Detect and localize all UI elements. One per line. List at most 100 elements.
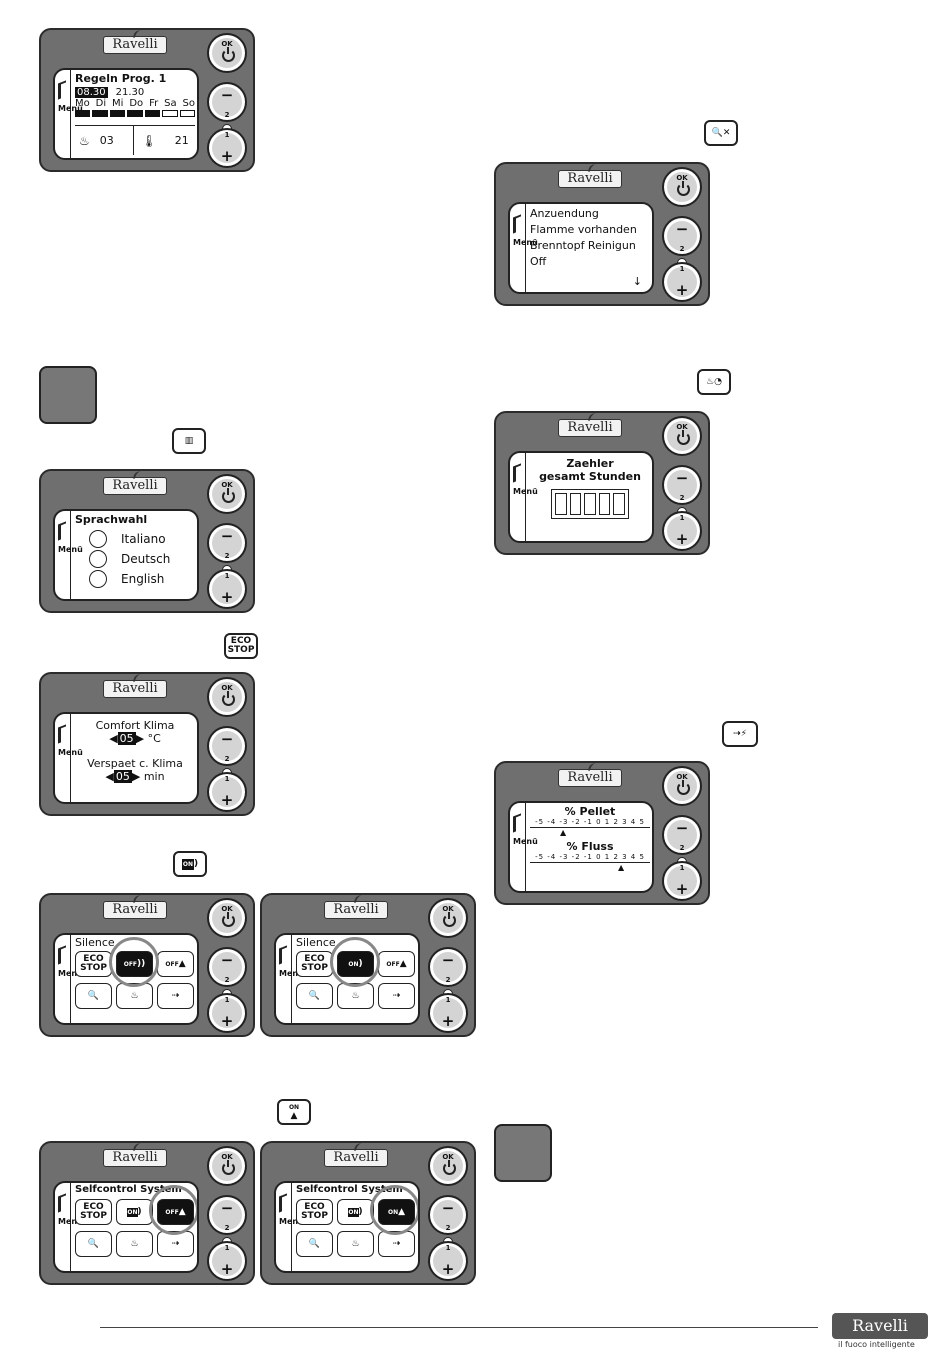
flow-scale: -5 -4 -3 -2 -1 0 1 2 3 4 5 [530, 853, 650, 863]
minus-button[interactable]: −2 [662, 216, 702, 256]
pellet-adjust-icon[interactable]: ⇢ [157, 983, 194, 1009]
plus-number: 1 [445, 1244, 451, 1252]
ok-power-button[interactable]: OK [207, 1146, 247, 1186]
plus-button[interactable]: 1+ [207, 128, 247, 168]
minus-button[interactable]: −2 [428, 1195, 468, 1235]
minus-button[interactable]: −2 [207, 947, 247, 987]
flame-icon [513, 214, 521, 234]
selfcontrol-icon[interactable]: OFF▲ [157, 951, 194, 977]
ok-power-button[interactable]: OK [207, 474, 247, 514]
menu-strip[interactable]: Menü [55, 714, 83, 802]
ok-power-button[interactable]: OK [662, 766, 702, 806]
minus-button[interactable]: −2 [207, 82, 247, 122]
ravelli-logo: Ravelli [324, 1149, 388, 1167]
minus-button[interactable]: −2 [207, 726, 247, 766]
menu-strip[interactable]: Menü [55, 511, 83, 599]
sound-icon[interactable]: ON) [116, 1199, 153, 1225]
counter-icon: ♨◔ [697, 369, 731, 395]
menu-strip[interactable]: Menü [276, 1183, 304, 1271]
pellet-adjust-icon: ⇢⚡ [722, 721, 758, 747]
ok-power-button[interactable]: OK [207, 677, 247, 717]
ok-power-button[interactable]: OK [207, 898, 247, 938]
diag-line: Brenntopf Reinigun [530, 239, 636, 252]
plus-button[interactable]: 1+ [207, 772, 247, 812]
comfort-setting[interactable]: ◀05▶ °C [109, 732, 161, 745]
scroll-down-arrow-icon[interactable]: ↓ [632, 275, 642, 288]
delay-label: Verspaet c. Klima [87, 757, 183, 770]
language-label: English [121, 572, 165, 586]
minus-number: 2 [224, 1224, 230, 1232]
minus-button[interactable]: −2 [207, 1195, 247, 1235]
power-icon [222, 47, 235, 62]
plus-button[interactable]: 1+ [428, 1241, 468, 1281]
ok-power-button[interactable]: OK [207, 33, 247, 73]
pellet-adjust-icon[interactable]: ⇢ [378, 983, 415, 1009]
menu-strip[interactable]: Menü [55, 1183, 83, 1271]
delay-unit: min [143, 770, 165, 783]
pellet-title: % Pellet [564, 805, 616, 818]
language-option[interactable]: English [75, 569, 195, 589]
flame-icon [513, 463, 521, 483]
delay-setting[interactable]: ◀05▶ min [105, 770, 165, 783]
counter-icon[interactable]: ♨ [116, 1231, 153, 1257]
menu-strip[interactable]: Menü [55, 935, 83, 1023]
ok-power-button[interactable]: OK [428, 898, 468, 938]
minus-number: 2 [445, 976, 451, 984]
power-value: 03 [99, 134, 114, 147]
plus-button[interactable]: 1+ [662, 262, 702, 302]
plus-button[interactable]: 1+ [662, 511, 702, 551]
ravelli-logo: Ravelli [103, 680, 167, 698]
diagnostic-icon: 🔍✕ [704, 120, 738, 146]
minus-number: 2 [445, 1224, 451, 1232]
flame-icon [279, 1193, 287, 1213]
diagnostic-icon[interactable]: 🔍 [296, 1231, 333, 1257]
plus-number: 1 [224, 996, 230, 1004]
stop-text: STOP [227, 645, 255, 655]
selfcontrol-icon[interactable]: OFF▲ [378, 951, 415, 977]
time-off: 21.30 [115, 87, 145, 98]
menu-label: Menü [279, 1217, 304, 1226]
sound-icon[interactable]: ON) [337, 1199, 374, 1225]
plus-button[interactable]: 1+ [207, 569, 247, 609]
power-icon [222, 488, 235, 503]
menu-strip[interactable]: Menü [510, 803, 538, 891]
counter-icon[interactable]: ♨ [116, 983, 153, 1009]
minus-button[interactable]: −2 [428, 947, 468, 987]
day-bars [75, 110, 195, 117]
minus-button[interactable]: −2 [662, 815, 702, 855]
language-option[interactable]: Deutsch [75, 549, 195, 569]
diagnostic-icon[interactable]: 🔍 [296, 983, 333, 1009]
plus-button[interactable]: 1+ [207, 993, 247, 1033]
diagnostic-icon[interactable]: 🔍 [75, 1231, 112, 1257]
power-icon [222, 1160, 235, 1175]
counter-subtitle: gesamt Stunden [539, 470, 641, 483]
menu-strip[interactable]: Menü [55, 70, 83, 158]
minus-button[interactable]: −2 [662, 465, 702, 505]
pellet-adjust-icon[interactable]: ⇢ [378, 1231, 415, 1257]
language-option[interactable]: Italiano [75, 529, 195, 549]
counter-icon[interactable]: ♨ [337, 1231, 374, 1257]
minus-button[interactable]: −2 [207, 523, 247, 563]
eco-text: ECO [83, 954, 104, 964]
ok-power-button[interactable]: OK [428, 1146, 468, 1186]
ok-power-button[interactable]: OK [662, 416, 702, 456]
plus-button[interactable]: 1+ [662, 861, 702, 901]
plus-number: 1 [679, 864, 685, 872]
counter-icon[interactable]: ♨ [337, 983, 374, 1009]
flame-icon [58, 945, 66, 965]
plus-button[interactable]: 1+ [207, 1241, 247, 1281]
plus-button[interactable]: 1+ [428, 993, 468, 1033]
diagnostic-icon[interactable]: 🔍 [75, 983, 112, 1009]
menu-strip[interactable]: Menü [276, 935, 304, 1023]
ok-power-button[interactable]: OK [662, 167, 702, 207]
menu-strip[interactable]: Menü [510, 204, 538, 292]
menu-strip[interactable]: Menü [510, 453, 538, 541]
